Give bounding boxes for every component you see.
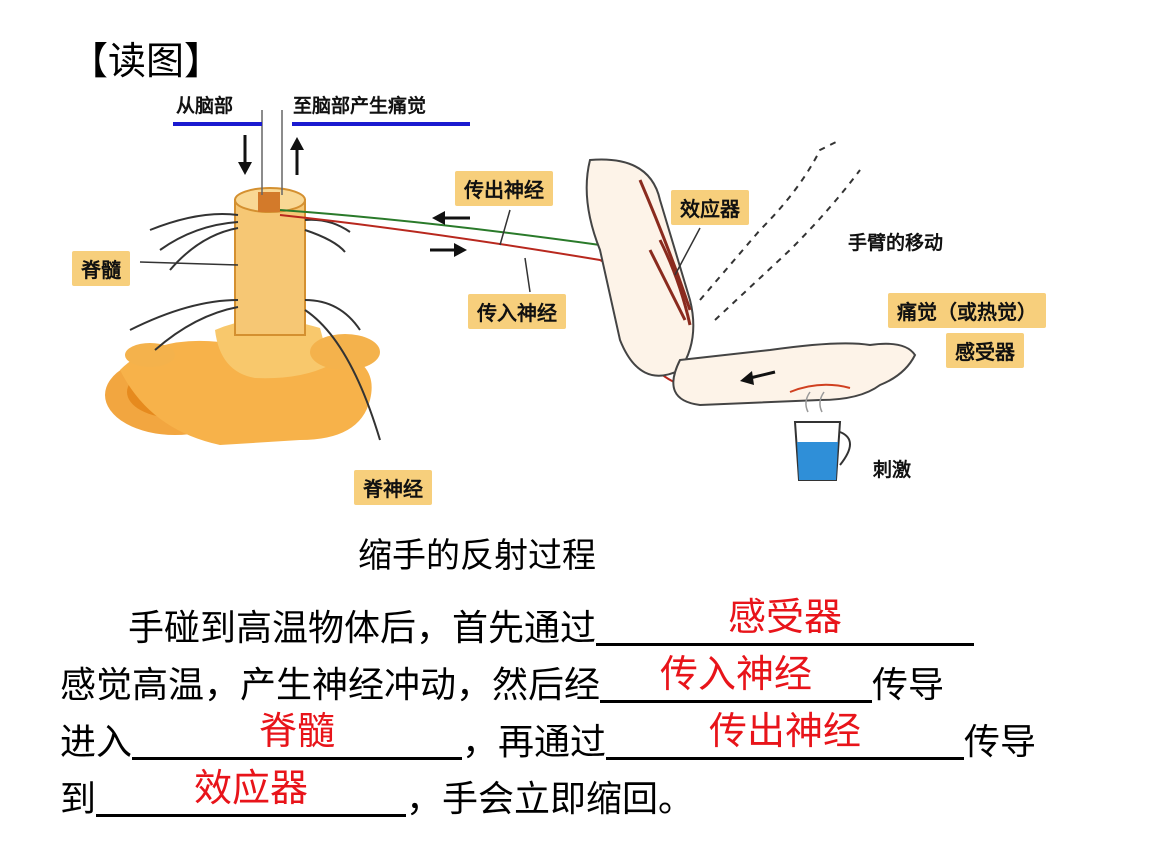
pain-receptor-label-line2: 感受器 [946, 333, 1024, 368]
diagram-caption: 缩手的反射过程 [358, 536, 596, 576]
afferent-nerve-label: 传入神经 [468, 294, 566, 329]
blank-effector[interactable]: 效应器 [96, 766, 407, 817]
up-arrow-icon [290, 137, 304, 175]
spinal-nerve-label: 脊神经 [354, 470, 432, 505]
answer-efferent: 传出神经 [709, 709, 862, 753]
reflex-diagram [105, 110, 917, 481]
blank-spinal[interactable]: 脊髓 [132, 709, 463, 760]
blank-receptor[interactable]: 感受器 [596, 595, 975, 646]
fill-in-passage: 手碰到高温物体后，首先通过感受器 感觉高温，产生神经冲动，然后经传入神经传导 进… [60, 595, 1130, 828]
slide-heading: 【读图】 [70, 39, 223, 83]
to-brain-label: 至脑部产生痛觉 [293, 95, 427, 117]
passage-line-4: 到效应器，手会立即缩回。 [60, 766, 695, 820]
answer-receptor: 感受器 [728, 595, 843, 639]
answer-effector: 效应器 [194, 766, 309, 810]
arm-movement-label: 手臂的移动 [848, 232, 944, 254]
answer-afferent: 传入神经 [660, 652, 813, 696]
stimulus-label: 刺激 [873, 459, 912, 481]
from-brain-label: 从脑部 [176, 95, 234, 117]
arm-movement-dashed [699, 139, 861, 321]
right-arrow-icon [430, 243, 467, 257]
answer-spinal: 脊髓 [259, 709, 336, 753]
hot-cup-icon [793, 391, 851, 481]
arm-illustration [585, 158, 917, 407]
passage-line-2: 感觉高温，产生神经冲动，然后经传入神经传导 [60, 652, 945, 706]
pain-receptor-label-line1: 痛觉（或热觉） [888, 293, 1046, 328]
receptor-endings [789, 383, 851, 393]
efferent-nerve-label: 传出神经 [455, 171, 553, 206]
spinal-cord-label: 脊髓 [72, 251, 130, 286]
down-arrow-icon [238, 135, 252, 175]
effector-label: 效应器 [671, 190, 749, 225]
spinal-cord-illustration [234, 187, 306, 336]
receptor-arrow-icon [740, 370, 776, 385]
blank-efferent[interactable]: 传出神经 [606, 709, 965, 760]
passage-line-1: 手碰到高温物体后，首先通过感受器 [60, 595, 1130, 657]
blank-afferent[interactable]: 传入神经 [600, 652, 873, 703]
passage-line-3: 进入脊髓，再通过传出神经传导 [60, 709, 1037, 763]
left-arrow-icon [432, 211, 470, 225]
vertebra-illustration [105, 319, 380, 445]
